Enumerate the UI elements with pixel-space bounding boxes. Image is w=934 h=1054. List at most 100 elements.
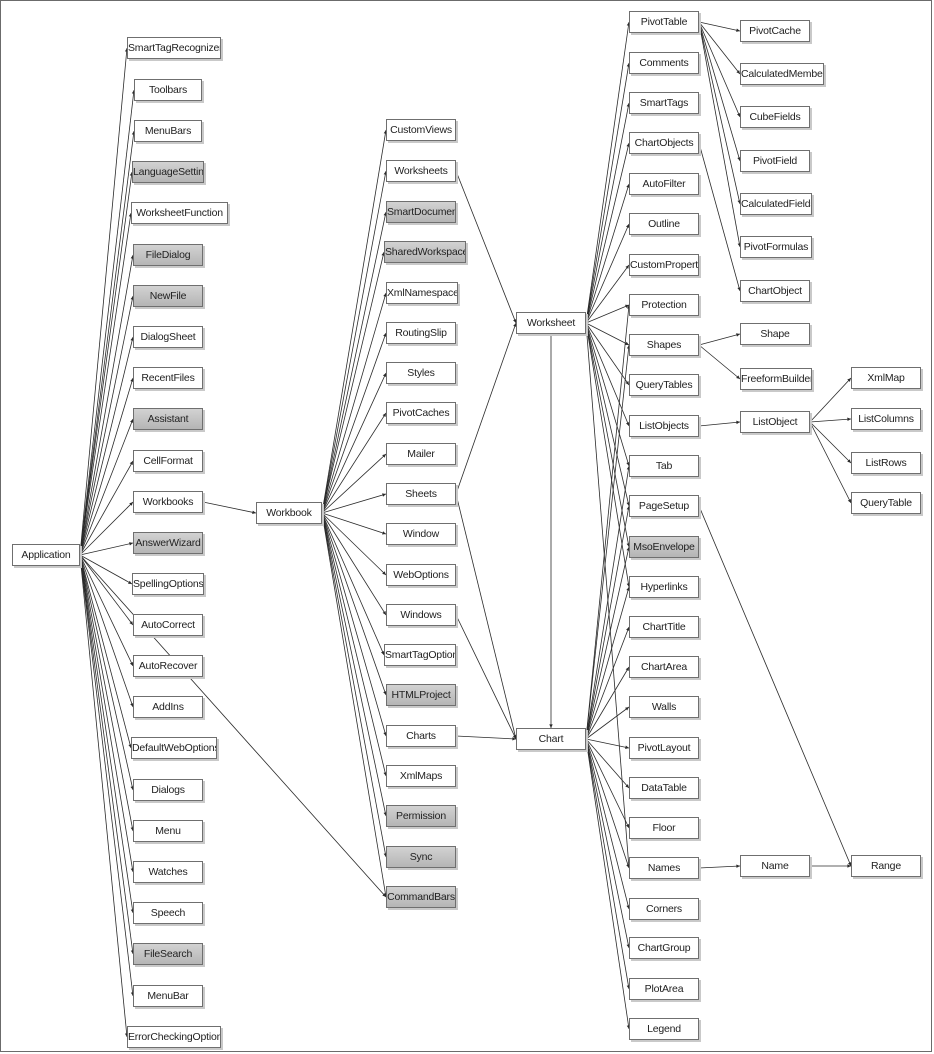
edge-worksheet-tab xyxy=(585,322,630,467)
arrowhead-autocorrect xyxy=(129,621,133,625)
edge-workbook-sharedworkspace xyxy=(321,251,385,514)
node-worksheet: Worksheet xyxy=(516,312,586,334)
edge-application-toolbars xyxy=(79,89,135,556)
arrowhead-calculatedmembers xyxy=(736,70,740,74)
edge-workbook-pivotcaches xyxy=(321,412,387,514)
arrowhead-hyperlinks xyxy=(626,587,630,591)
edge-worksheet-listobjects xyxy=(585,322,630,427)
edge-application-dialogsheet xyxy=(79,336,134,556)
arrowhead-mailer xyxy=(382,454,386,458)
node-listobjects: ListObjects xyxy=(629,415,699,437)
node-assistant: Assistant xyxy=(133,408,203,430)
edge-workbook-xmlnamespaces xyxy=(321,292,387,514)
node-xmlmaps: XmlMaps xyxy=(386,765,456,787)
arrowhead-charts xyxy=(383,732,387,736)
arrowhead-spellingoptions xyxy=(128,580,132,584)
edge-application-newfile xyxy=(79,295,134,556)
node-autofilter: AutoFilter xyxy=(629,173,699,195)
edge-chart-legend xyxy=(585,738,630,1030)
edge-application-languagesettings xyxy=(79,171,133,556)
node-outline: Outline xyxy=(629,213,699,235)
edge-worksheet-hyperlinks xyxy=(585,322,630,588)
node-listobject: ListObject xyxy=(740,411,810,433)
arrowhead-names xyxy=(626,864,630,868)
node-chartobjects: ChartObjects xyxy=(629,132,699,154)
arrowhead-windows xyxy=(382,611,386,615)
edge-worksheet-smarttags xyxy=(585,102,630,324)
edge-chart-msoenvelope xyxy=(585,546,630,740)
node-filedialog: FileDialog xyxy=(133,244,203,266)
edge-application-dialogs xyxy=(79,554,134,791)
edge-chart-tab xyxy=(585,465,630,740)
edge-application-answerwizard xyxy=(79,542,134,556)
node-menubar: MenuBar xyxy=(133,985,203,1007)
node-routingslip: RoutingSlip xyxy=(386,322,456,344)
node-filesearch: FileSearch xyxy=(133,943,203,965)
node-comments: Comments xyxy=(629,52,699,74)
edge-worksheet-msoenvelope xyxy=(585,322,630,548)
arrowhead-chartarea xyxy=(625,667,629,671)
arrowhead-workbooks xyxy=(129,502,133,506)
node-sync: Sync xyxy=(386,846,456,868)
edge-worksheets-worksheet xyxy=(455,170,517,324)
node-languagesettings: LanguageSettings xyxy=(132,161,204,183)
node-charts: Charts xyxy=(386,725,456,747)
arrowhead-querytable xyxy=(847,499,851,503)
edge-workbook-htmlproject xyxy=(321,512,387,696)
edge-application-autorecover xyxy=(79,554,134,667)
node-cellformat: CellFormat xyxy=(133,450,203,472)
node-shapes: Shapes xyxy=(629,334,699,356)
node-pagesetup: PageSetup xyxy=(629,495,699,517)
edge-workbook-customviews xyxy=(321,129,387,514)
arrowhead-name xyxy=(736,864,740,868)
edge-application-filesearch xyxy=(79,554,134,955)
arrowhead-walls xyxy=(625,707,629,711)
node-pivotcaches: PivotCaches xyxy=(386,402,456,424)
node-listcolumns: ListColumns xyxy=(851,408,921,430)
node-shape: Shape xyxy=(740,323,810,345)
edge-application-cellformat xyxy=(79,460,134,556)
edge-workbook-mailer xyxy=(321,453,387,514)
edge-chart-protection xyxy=(585,304,630,740)
edge-workbook-smartdocument xyxy=(321,211,387,514)
edge-workbook-xmlmaps xyxy=(321,512,387,777)
edge-workbook-smarttagoptions xyxy=(321,512,385,656)
node-menubars: MenuBars xyxy=(134,120,202,142)
edge-chart-chartarea xyxy=(585,666,630,740)
node-tab: Tab xyxy=(629,455,699,477)
node-floor: Floor xyxy=(629,817,699,839)
edge-application-smarttagrecognizers xyxy=(79,47,128,556)
edge-pivottable-pivotformulas xyxy=(698,21,741,248)
node-datatable: DataTable xyxy=(629,777,699,799)
node-protection: Protection xyxy=(629,294,699,316)
edge-worksheet-chartobjects xyxy=(585,142,630,324)
node-errorcheckingoptions: ErrorCheckingOptions xyxy=(127,1026,221,1048)
arrowhead-freeformbuilder xyxy=(736,375,740,379)
edge-pivottable-cubefields xyxy=(698,21,741,118)
edge-worksheet-protection xyxy=(585,304,630,324)
arrowhead-tab xyxy=(626,462,630,466)
node-smarttags: SmartTags xyxy=(629,92,699,114)
arrowhead-window xyxy=(382,531,386,535)
node-autocorrect: AutoCorrect xyxy=(133,614,203,636)
edge-application-menubar xyxy=(79,554,134,997)
arrowhead-xmlmap xyxy=(847,378,851,382)
node-name: Name xyxy=(740,855,810,877)
edge-worksheet-pivottable xyxy=(585,21,630,324)
edge-listobject-listcolumns xyxy=(809,418,852,423)
edge-workbook-windows xyxy=(321,512,387,616)
edge-listobject-xmlmap xyxy=(809,377,852,423)
arrowhead-worksheet xyxy=(513,319,517,323)
arrowhead-chart xyxy=(512,737,516,741)
edge-application-defaultweboptions xyxy=(79,554,132,749)
node-workbook: Workbook xyxy=(256,502,322,524)
edge-workbook-routingslip xyxy=(321,332,387,514)
node-pivotfield: PivotField xyxy=(740,150,810,172)
edge-workbook-sheets xyxy=(321,493,387,514)
node-pivottable: PivotTable xyxy=(629,11,699,33)
edge-pagesetup-range xyxy=(698,505,852,867)
node-recentfiles: RecentFiles xyxy=(133,367,203,389)
edge-chart-shapes xyxy=(585,344,630,740)
node-msoenvelope: MsoEnvelope xyxy=(629,536,699,558)
edge-workbook-worksheets xyxy=(321,170,387,514)
